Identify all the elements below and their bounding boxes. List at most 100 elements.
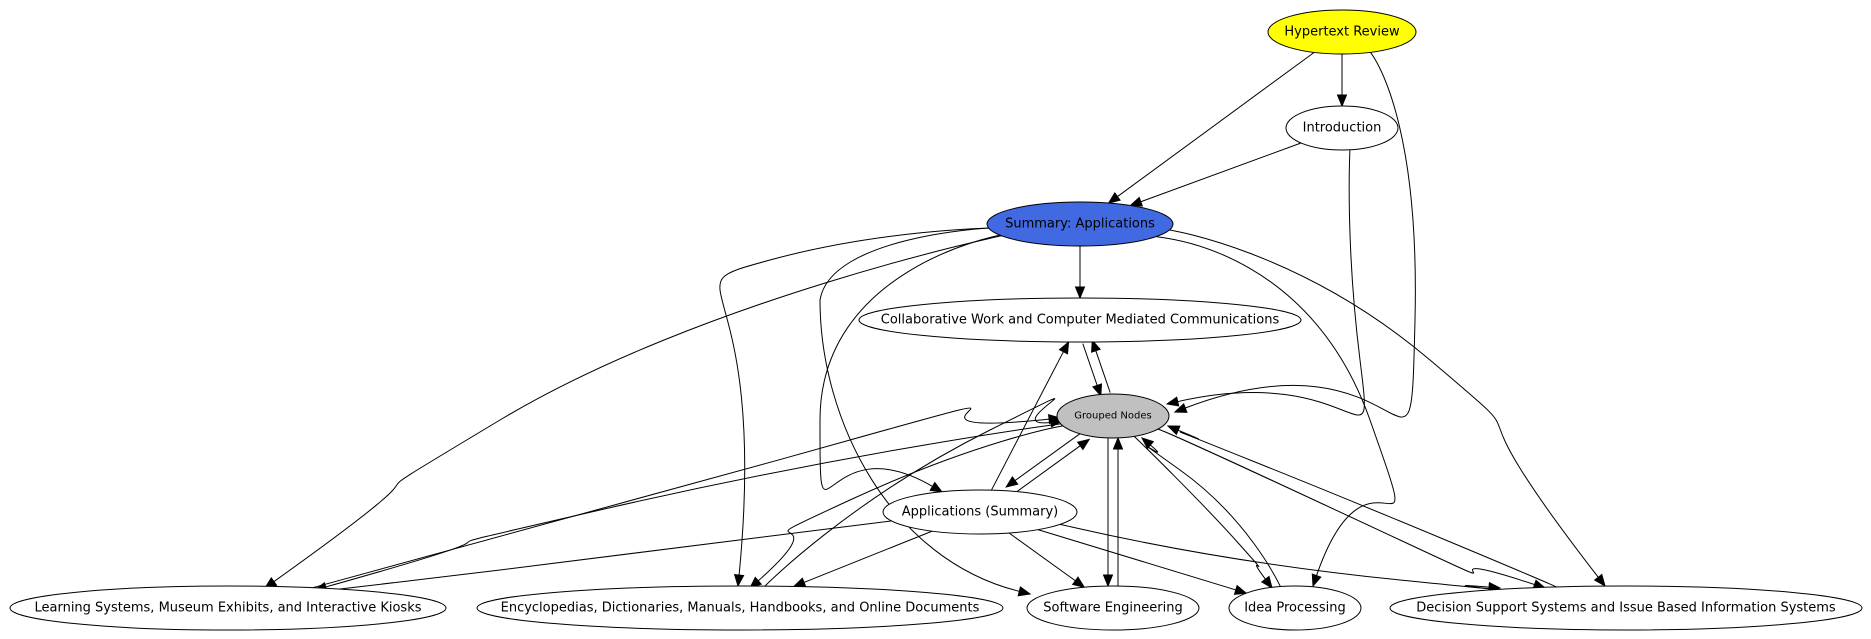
arrowhead (1593, 573, 1606, 588)
edge-line (1095, 349, 1111, 393)
node-ellipse (1267, 9, 1417, 55)
node-label: Hypertext Review (1284, 25, 1400, 40)
edge-line (802, 530, 933, 584)
node-introduction[interactable]: Introduction (1285, 105, 1399, 151)
edge-encyclopedias-to-grouped_nodes (764, 398, 1064, 587)
arrowhead (792, 577, 807, 588)
arrowhead (1336, 94, 1348, 108)
edge-introduction-to-summary_applications (1129, 142, 1302, 207)
edge-hypertext_review-to-summary_applications (1107, 51, 1315, 204)
arrowhead (1311, 573, 1322, 588)
node-label: Introduction (1303, 121, 1382, 136)
node-hypertext-review[interactable]: Hypertext Review (1267, 9, 1417, 55)
node-ellipse (476, 585, 1004, 631)
edge-summary_applications-to-encyclopedias (719, 227, 990, 588)
node-decision-support[interactable]: Decision Support Systems and Issue Based… (1389, 585, 1863, 631)
arrowhead (929, 481, 944, 493)
edge-line (757, 425, 1064, 582)
edge-hypertext_review-to-introduction (1336, 54, 1348, 108)
edges-layer (263, 51, 1606, 597)
edge-line (1011, 444, 1082, 496)
edge-line (819, 234, 1001, 490)
edge-line (1133, 436, 1267, 581)
edge-grouped_nodes-to-software_engineering (1102, 438, 1114, 588)
edge-summary_applications-to-applications_summary (819, 234, 1001, 493)
node-summary-applications[interactable]: Summary: Applications (986, 201, 1174, 247)
edge-grouped_nodes-to-idea_processing (1133, 436, 1273, 590)
arrowhead (1260, 575, 1273, 590)
node-ellipse (986, 201, 1174, 247)
edge-grouped_nodes-to-decision_support (1157, 428, 1547, 590)
node-idea-processing[interactable]: Idea Processing (1228, 585, 1362, 631)
edge-line (272, 235, 1002, 583)
edge-line (1116, 51, 1315, 198)
arrowhead (1091, 339, 1101, 353)
node-ellipse (882, 489, 1078, 535)
edge-line (1184, 51, 1416, 418)
arrowhead (1233, 584, 1248, 595)
node-ellipse (9, 585, 447, 631)
node-ellipse (1228, 585, 1362, 631)
arrowhead (1165, 396, 1180, 407)
edge-summary_applications-to-learning_systems (263, 235, 1002, 589)
node-learning-systems[interactable]: Learning Systems, Museum Exhibits, and I… (9, 585, 447, 631)
edge-summary_applications-to-software_engineering (819, 227, 1032, 597)
node-label: Summary: Applications (1005, 217, 1155, 232)
node-applications-summary[interactable]: Applications (Summary) (882, 489, 1078, 535)
edge-line (1176, 149, 1365, 416)
arrowhead (1173, 403, 1188, 413)
edge-grouped_nodes-to-applications_summary (1005, 430, 1084, 488)
edge-line (1139, 142, 1302, 203)
node-label: Applications (Summary) (902, 505, 1059, 520)
arrowhead (1092, 383, 1103, 398)
edge-software_engineering-to-grouped_nodes (1112, 436, 1124, 586)
arrowhead (1071, 576, 1086, 589)
node-encyclopedias[interactable]: Encyclopedias, Dictionaries, Manuals, Ha… (476, 585, 1004, 631)
arrowhead (1005, 476, 1019, 488)
edge-line (1059, 523, 1494, 590)
arrowhead (1017, 586, 1032, 597)
arrowhead (1129, 196, 1144, 207)
edge-line (1037, 529, 1237, 591)
edge-line (1157, 428, 1536, 586)
node-grouped-nodes[interactable]: Grouped Nodes (1056, 393, 1170, 439)
node-label: Grouped Nodes (1074, 411, 1151, 422)
edge-summary_applications-to-decision_support (1169, 229, 1606, 588)
arrowhead (733, 574, 745, 588)
edge-line (990, 350, 1065, 491)
node-label: Decision Support Systems and Issue Based… (1416, 601, 1836, 616)
edge-collaborative_work-to-grouped_nodes (1082, 343, 1103, 398)
node-label: Collaborative Work and Computer Mediated… (881, 313, 1280, 328)
node-ellipse (1056, 393, 1170, 439)
edge-applications_summary-to-decision_support (1059, 523, 1502, 593)
node-label: Encyclopedias, Dictionaries, Manuals, Ha… (501, 601, 980, 616)
edge-line (1082, 343, 1098, 387)
edge-line (1008, 532, 1077, 582)
edge-summary_applications-to-collaborative_work (1074, 246, 1086, 300)
edge-line (719, 227, 990, 577)
arrowhead (1166, 425, 1181, 436)
edge-decision_support-to-grouped_nodes (1166, 425, 1558, 588)
node-label: Idea Processing (1244, 601, 1346, 616)
edge-applications_summary-to-software_engineering (1008, 532, 1086, 589)
arrowhead (1076, 438, 1091, 451)
edge-introduction-to-grouped_nodes (1165, 149, 1365, 416)
edge-line (1147, 444, 1281, 587)
edge-applications_summary-to-idea_processing (1037, 529, 1248, 595)
edge-line (1177, 429, 1558, 588)
node-collaborative-work[interactable]: Collaborative Work and Computer Mediated… (858, 297, 1302, 343)
arrowhead (1112, 436, 1124, 450)
arrowhead (1074, 286, 1086, 300)
edge-grouped_nodes-to-collaborative_work (1091, 339, 1111, 393)
edge-summary_applications-to-idea_processing (1156, 236, 1396, 588)
edge-line (819, 227, 1021, 593)
edge-line (764, 398, 1056, 587)
node-software-engineering[interactable]: Software Engineering (1026, 585, 1200, 631)
edge-idea_processing-to-grouped_nodes (1140, 437, 1281, 587)
arrowhead (1058, 340, 1070, 355)
edge-applications_summary-to-encyclopedias (792, 530, 933, 588)
arrowhead (1049, 417, 1064, 428)
node-ellipse (1285, 105, 1399, 151)
edge-line (324, 520, 892, 592)
